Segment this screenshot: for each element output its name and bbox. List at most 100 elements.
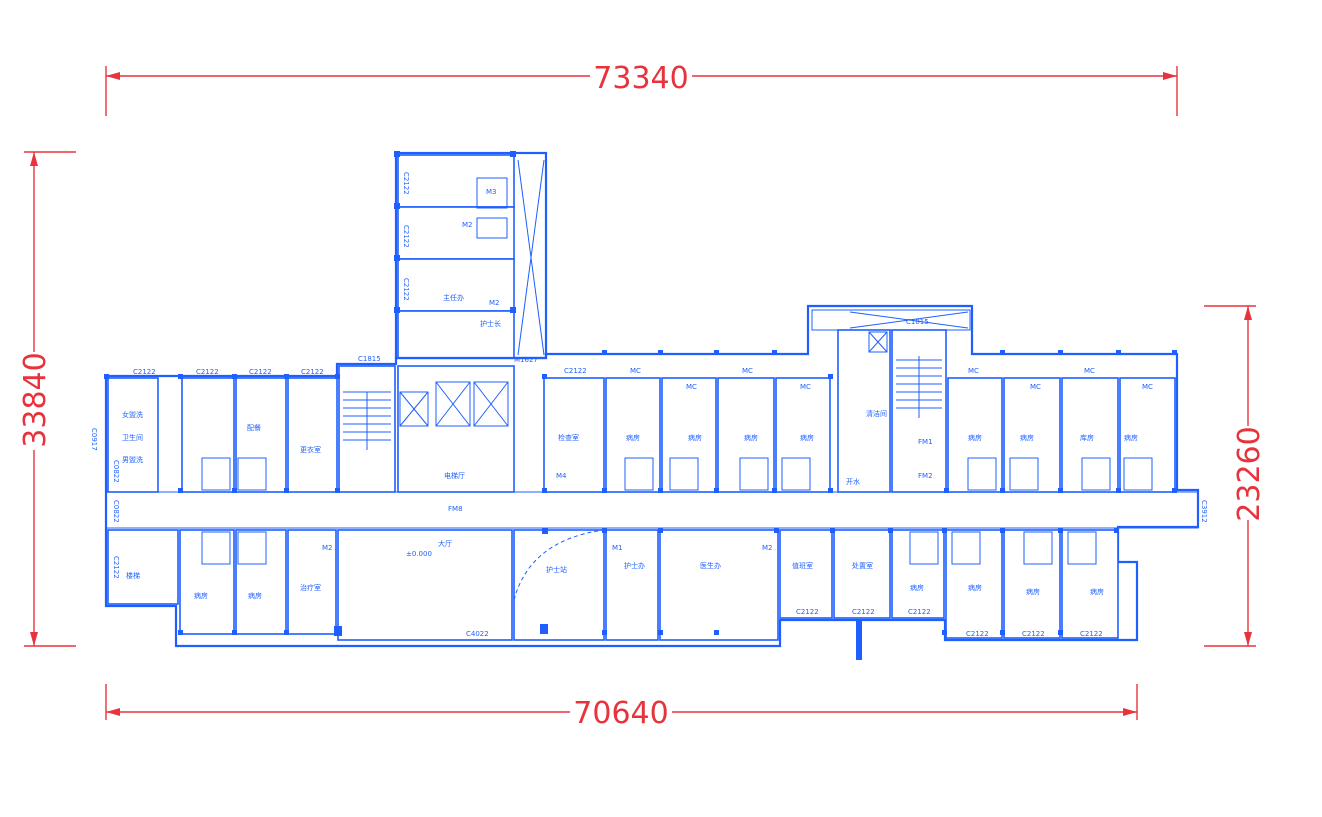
label-door-mc-6: MC (1030, 383, 1041, 391)
label-ward-l4: 病房 (968, 583, 982, 592)
lower-rooms: 楼梯 病房 病房 治疗室 大厅 ±0.000 护士站 护士办 医生办 值班室 处… (107, 529, 1119, 660)
room-north-2 (397, 206, 515, 260)
elevator-hall (397, 365, 515, 493)
label-bottom-window-4: C2122 (966, 630, 989, 638)
label-door-m1-a: M1 (612, 544, 623, 552)
label-bottom-window-2: C2122 (852, 608, 875, 616)
room-wash (107, 377, 159, 493)
label-elevator-hall: 电梯厅 (444, 471, 465, 480)
label-changing: 更衣室 (300, 445, 321, 454)
corridor: FM8 (105, 491, 1199, 529)
room-water (837, 329, 891, 493)
label-top-window-3: C2122 (249, 368, 272, 376)
label-exam: 检查室 (558, 433, 579, 442)
room-treatment (287, 529, 337, 635)
main-outline (104, 304, 1200, 648)
label-lobby: 大厅 (438, 539, 452, 548)
label-door-mc-2: MC (686, 383, 697, 391)
room-ward-l6 (1061, 529, 1119, 639)
label-ward-u2: 病房 (688, 433, 702, 442)
label-level-mark: ±0.000 (406, 550, 432, 558)
room-exam (543, 377, 605, 493)
label-doctor-office: 医生办 (700, 561, 721, 570)
label-window-left-side3: C0822 (112, 500, 120, 523)
room-dining (181, 377, 235, 493)
label-female-wash: 女盥洗 (122, 410, 143, 419)
room-ward-u2 (661, 377, 717, 493)
room-ward-u3 (717, 377, 775, 493)
label-door-mc-8: MC (1142, 383, 1153, 391)
label-ward-l6: 病房 (1090, 587, 1104, 596)
room-doctor-office (659, 529, 779, 641)
label-ward-u6: 病房 (1020, 433, 1034, 442)
label-head-nurse: 护士长 (480, 319, 501, 328)
dimension-right: 23260 (1204, 305, 1267, 647)
dimension-top: 73340 (105, 61, 1178, 116)
columns (104, 350, 1177, 636)
room-disposal (833, 529, 891, 619)
label-door-mc-1: MC (630, 367, 641, 375)
label-door-m4: M4 (556, 472, 567, 480)
label-ward-u3: 病房 (744, 433, 758, 442)
room-north-4 (397, 310, 515, 359)
label-ward-u7: 病房 (1124, 433, 1138, 442)
label-window-left-side: C0917 (90, 428, 98, 451)
dimension-left: 33840 (18, 151, 76, 647)
label-top-window-5: C2122 (564, 367, 587, 375)
label-male-wash: 男盥洗 (122, 455, 143, 464)
label-bottom-window-1: C2122 (796, 608, 819, 616)
label-door-mc-7: MC (1084, 367, 1095, 375)
label-rest: 值班室 (792, 561, 813, 570)
label-door-m2-d: M2 (762, 544, 773, 552)
label-treatment: 治疗室 (300, 583, 321, 592)
label-ward-l5: 病房 (1026, 587, 1040, 596)
label-ward-u4: 病房 (800, 433, 814, 442)
label-entrance-door: M1627 (514, 356, 538, 364)
label-wing-window-3: C2122 (402, 278, 410, 301)
room-nurse-station (513, 529, 605, 641)
dimension-left-label: 33840 (18, 352, 53, 447)
label-door-fm2: FM2 (918, 472, 933, 480)
room-lobby (337, 529, 513, 641)
room-ward-l3 (891, 529, 945, 619)
room-nurse-office (605, 529, 659, 641)
room-ward-u1 (605, 377, 661, 493)
dimension-bottom: 70640 (105, 684, 1138, 731)
room-ward-u7 (1119, 377, 1176, 493)
room-ladder (107, 529, 179, 605)
label-stair-window-left: C1815 (358, 355, 381, 363)
label-ward-l2: 病房 (248, 591, 262, 600)
label-ward-l3: 病房 (910, 583, 924, 592)
label-storage: 库房 (1080, 433, 1094, 442)
room-ward-u4 (775, 377, 831, 493)
label-water: 开水 (846, 477, 860, 486)
label-ward-l1: 病房 (194, 591, 208, 600)
label-bottom-window-6: C2122 (1080, 630, 1103, 638)
label-door-m2-a: M2 (462, 221, 473, 229)
label-nurse-station: 护士站 (546, 565, 567, 574)
room-north-1 (397, 154, 515, 208)
label-bottom-window-3: C2122 (908, 608, 931, 616)
dimension-right-label: 23260 (1232, 426, 1267, 521)
label-nurse-office: 护士办 (624, 561, 645, 570)
label-director: 主任办 (443, 293, 464, 302)
label-door-m2-c: M2 (322, 544, 333, 552)
label-wing-window-2: C2122 (402, 225, 410, 248)
label-door-m2-b: M2 (489, 299, 500, 307)
label-stair-window-right: C1815 (906, 318, 929, 326)
label-disposal: 处置室 (852, 561, 873, 570)
upper-rooms: 女盥洗 卫生间 男盥洗 配餐 更衣室 电梯厅 检查室 病房 病房 病房 病房 开… (90, 309, 1208, 523)
label-bottom-window-main: C4022 (466, 630, 489, 638)
room-storage (1061, 377, 1119, 493)
label-door-fm1: FM1 (918, 438, 933, 446)
dimension-top-label: 73340 (593, 61, 688, 96)
label-door-mc-4: MC (800, 383, 811, 391)
label-window-left-side2: C0822 (112, 460, 120, 483)
label-top-window-2: C2122 (196, 368, 219, 376)
label-cleaning: 清洁间 (866, 409, 887, 418)
label-top-window-4: C2122 (301, 368, 324, 376)
room-rest (779, 529, 833, 619)
label-dining: 配餐 (247, 423, 261, 432)
label-ward-u5: 病房 (968, 433, 982, 442)
